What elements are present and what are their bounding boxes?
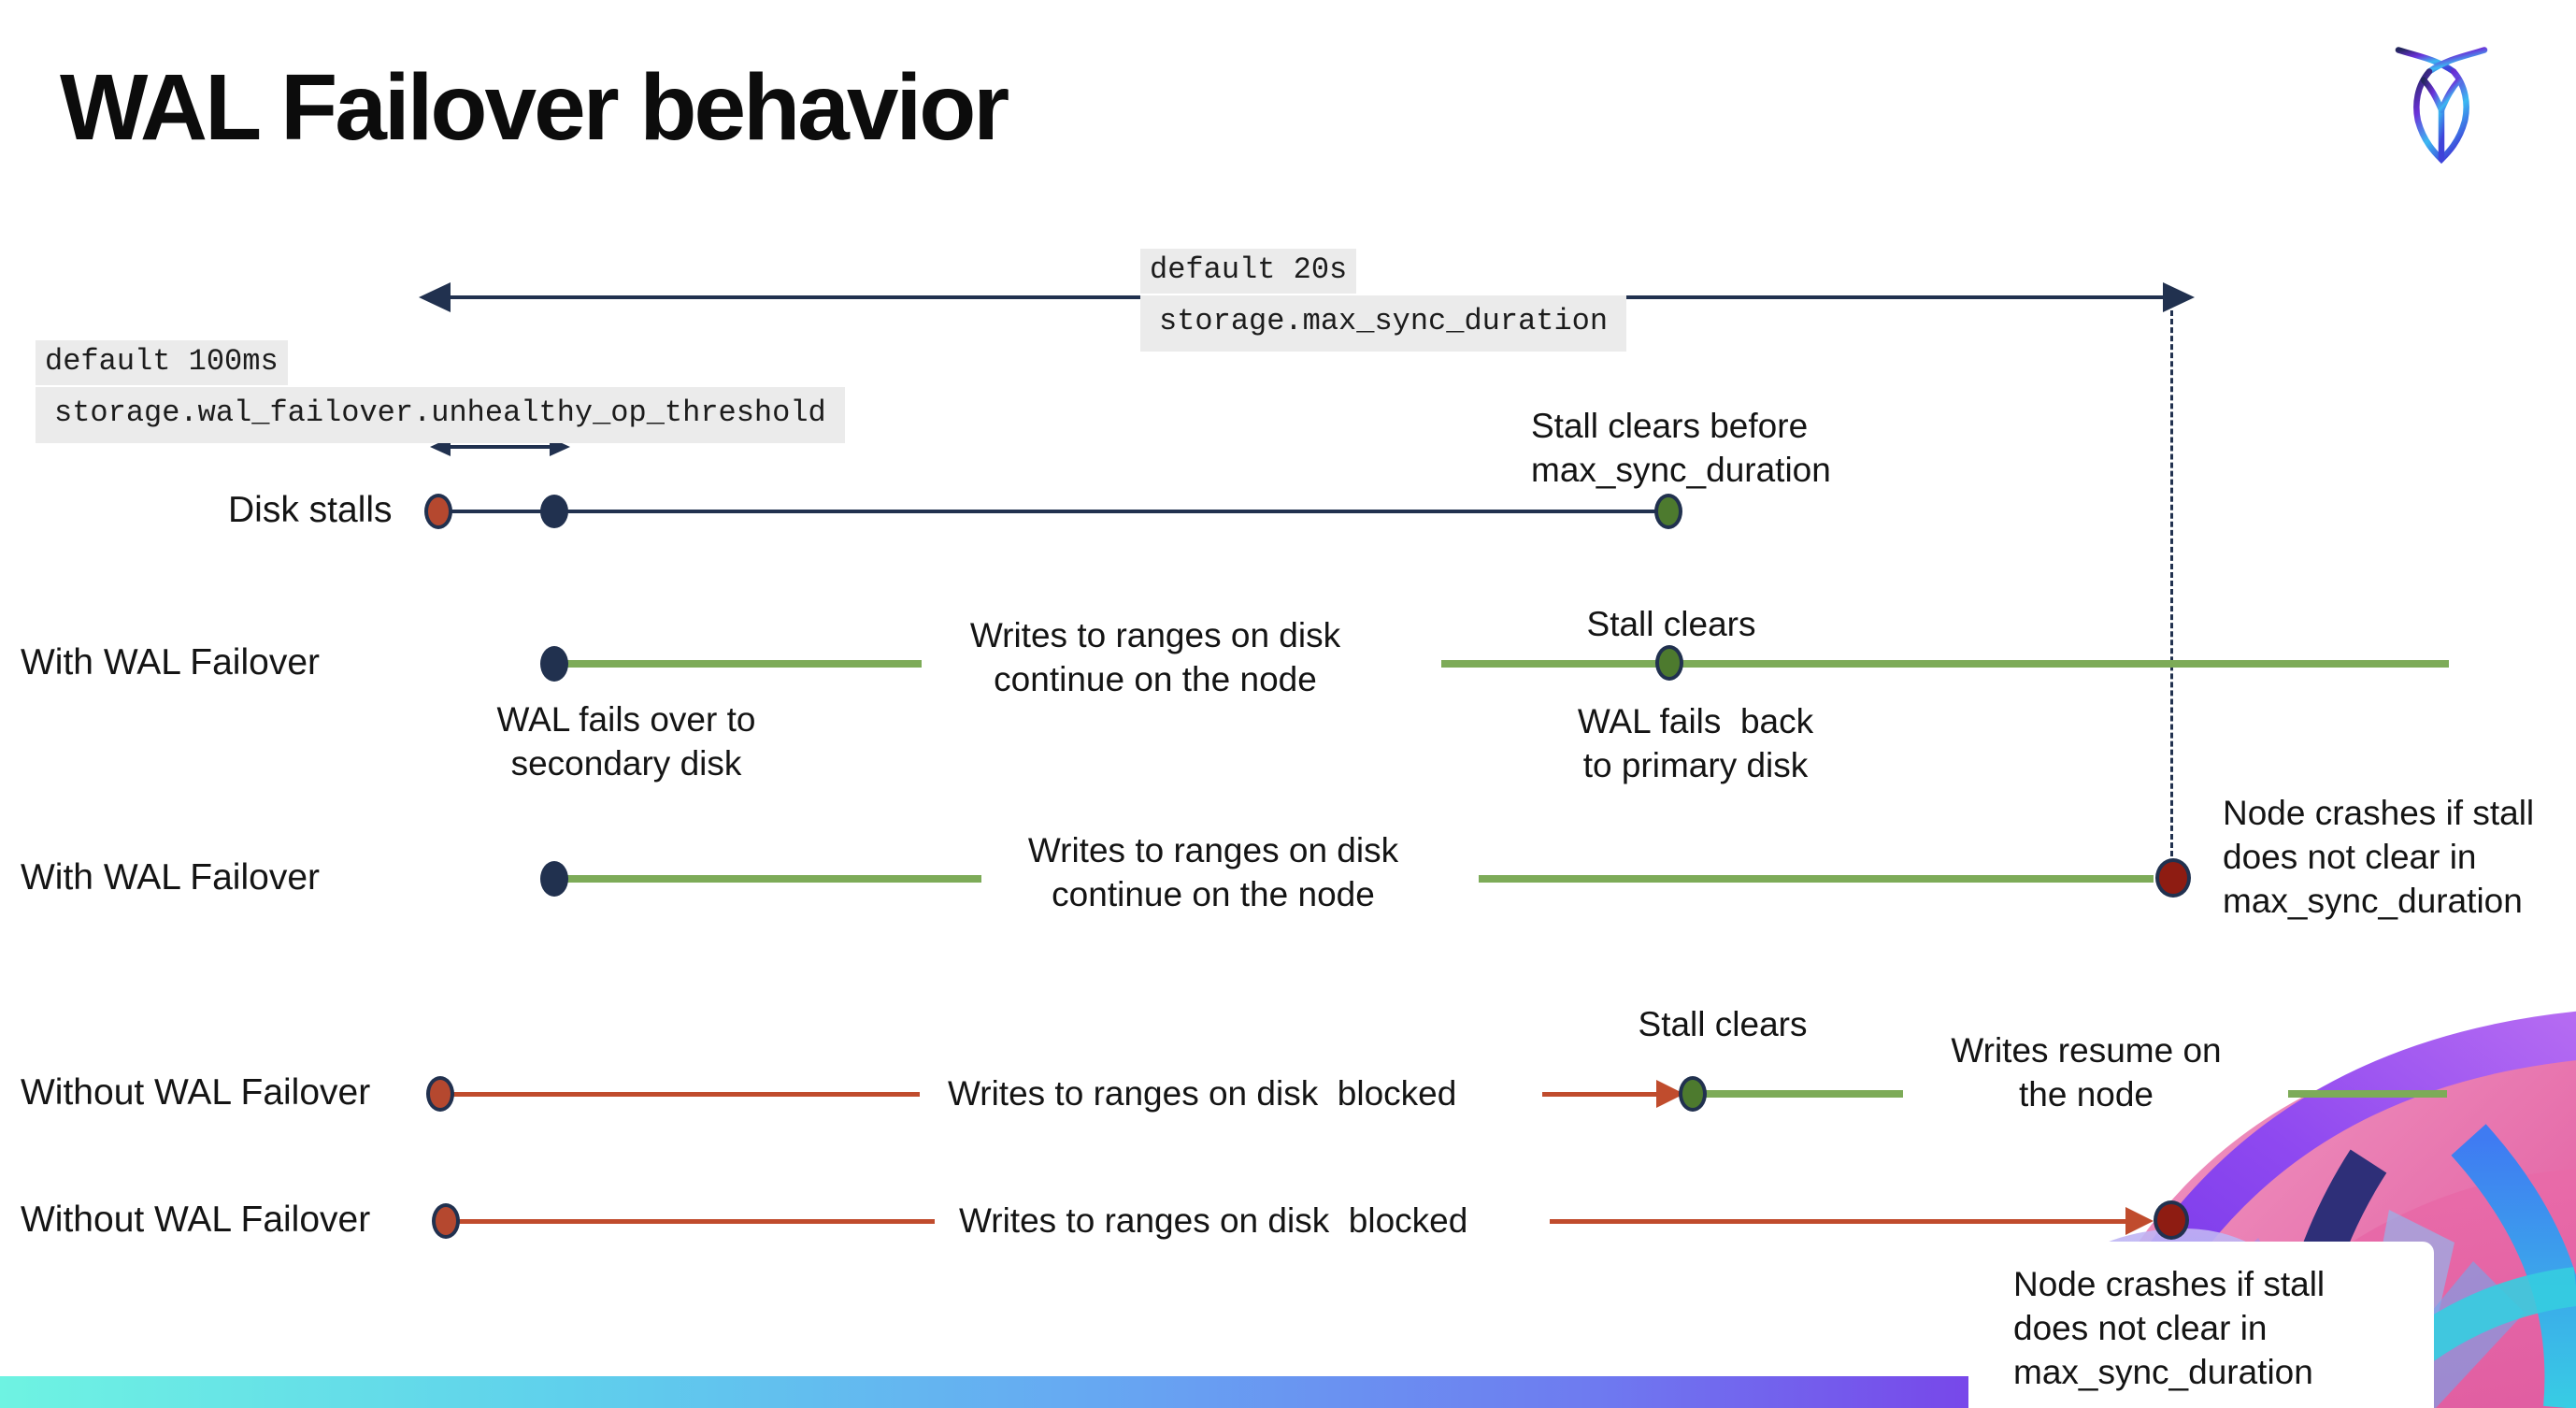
writes-continue-line <box>1441 660 2449 668</box>
writes-continue-line <box>563 660 922 668</box>
row-label: With WAL Failover <box>21 642 320 682</box>
annotation-node-crashes: Node crashes if stall does not clear in … <box>2013 1265 2326 1391</box>
disk-stall-start-dot <box>424 494 452 529</box>
annotation-wal-fails-over: WAL fails over to secondary disk <box>496 700 756 783</box>
arrowhead-right-icon <box>2125 1207 2154 1235</box>
annotation-writes-resume: Writes resume on the node <box>1951 1031 2222 1113</box>
node-crash-dot <box>2154 1200 2189 1240</box>
writes-blocked-line <box>443 1092 920 1097</box>
annotation-writes-blocked: Writes to ranges on disk blocked <box>948 1074 1457 1113</box>
threshold-reached-dot <box>540 495 568 528</box>
writes-continue-line <box>563 875 981 883</box>
stall-clears-dot <box>1654 494 1682 529</box>
unhealthy-op-setting-text: storage.wal_failover.unhealthy_op_thresh… <box>45 392 836 437</box>
annotation-wal-fails-back: WAL fails back to primary disk <box>1577 702 1814 784</box>
failover-dot <box>540 861 568 897</box>
max-sync-deadline-dashed-line <box>2170 310 2173 856</box>
stall-timeline-line <box>439 510 1671 513</box>
cockroachdb-logo-icon <box>2395 47 2488 165</box>
disk-stall-start-dot <box>432 1203 460 1239</box>
arrow-shaft <box>449 445 550 449</box>
page-title: WAL Failover behavior <box>60 55 1009 160</box>
writes-blocked-line <box>1542 1092 1656 1097</box>
node-crash-callout-box: Node crashes if stall does not clear in … <box>1968 1242 2434 1408</box>
annotation-node-crashes: Node crashes if stall does not clear in … <box>2223 794 2535 920</box>
annotation-stall-clears: Stall clears <box>1638 1005 1808 1043</box>
row-label: Without WAL Failover <box>21 1200 371 1240</box>
writes-blocked-line <box>1550 1219 2127 1224</box>
writes-resume-line <box>1705 1090 1903 1098</box>
row-label: With WAL Failover <box>21 857 320 898</box>
arrowhead-left-icon <box>419 282 451 312</box>
unhealthy-op-default-text: default 100ms <box>36 340 288 385</box>
row-label: Disk stalls <box>228 490 393 530</box>
row-label: Without WAL Failover <box>21 1072 371 1113</box>
annotation-stall-clears: Stall clears <box>1586 605 1756 643</box>
failover-dot <box>540 646 568 682</box>
node-crash-dot <box>2155 858 2191 898</box>
annotation-stall-clears-before: Stall clears before max_sync_duration <box>1531 407 1831 489</box>
writes-resume-line <box>2288 1090 2447 1098</box>
max-sync-duration-label: default 20s storage.max_sync_duration <box>1140 249 1627 353</box>
annotation-writes-blocked: Writes to ranges on disk blocked <box>959 1201 1468 1240</box>
annotation-writes-continue: Writes to ranges on disk continue on the… <box>1027 831 1399 913</box>
writes-blocked-line <box>449 1219 935 1224</box>
max-sync-default-text: default 20s <box>1140 249 1357 294</box>
unhealthy-op-threshold-label: default 100ms storage.wal_failover.unhea… <box>36 340 845 445</box>
max-sync-setting-text: storage.max_sync_duration <box>1150 300 1618 345</box>
annotation-writes-continue: Writes to ranges on disk continue on the… <box>969 616 1341 698</box>
disk-stall-start-dot <box>426 1076 454 1112</box>
stall-clears-dot <box>1655 645 1683 681</box>
stall-clears-dot <box>1679 1076 1707 1112</box>
writes-continue-line <box>1479 875 2154 883</box>
arrowhead-right-icon <box>2163 282 2195 312</box>
